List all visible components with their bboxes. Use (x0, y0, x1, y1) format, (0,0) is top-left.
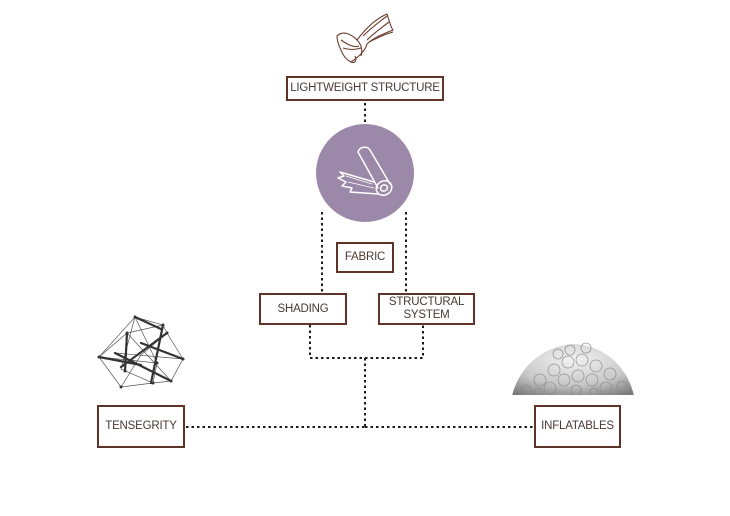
fabric-hub (316, 124, 414, 222)
node-label: SHADING (277, 302, 329, 315)
node-label-line2: SYSTEM (403, 309, 450, 321)
fabric-hub-circle (316, 124, 414, 222)
node-tensegrity: TENSEGRITY (97, 405, 185, 448)
node-structural-system: STRUCTURAL SYSTEM (378, 293, 475, 325)
fabric-drape-icon (336, 13, 394, 64)
node-label: FABRIC (344, 251, 386, 263)
inflatable-dome-icon (510, 342, 636, 398)
tensegrity-structure-icon (97, 315, 185, 389)
edge-bracket (309, 325, 424, 359)
node-label-line1: STRUCTURAL (388, 296, 465, 308)
node-inflatables: INFLATABLES (534, 405, 621, 448)
node-label: LIGHTWEIGHT STRUCTURE (290, 82, 440, 94)
node-shading: SHADING (259, 293, 347, 325)
node-fabric: FABRIC (336, 242, 394, 273)
node-label: INFLATABLES (541, 420, 614, 432)
node-lightweight-structure: LIGHTWEIGHT STRUCTURE (286, 76, 444, 101)
fabric-roll-icon (337, 146, 393, 197)
node-label: TENSEGRITY (105, 420, 177, 432)
